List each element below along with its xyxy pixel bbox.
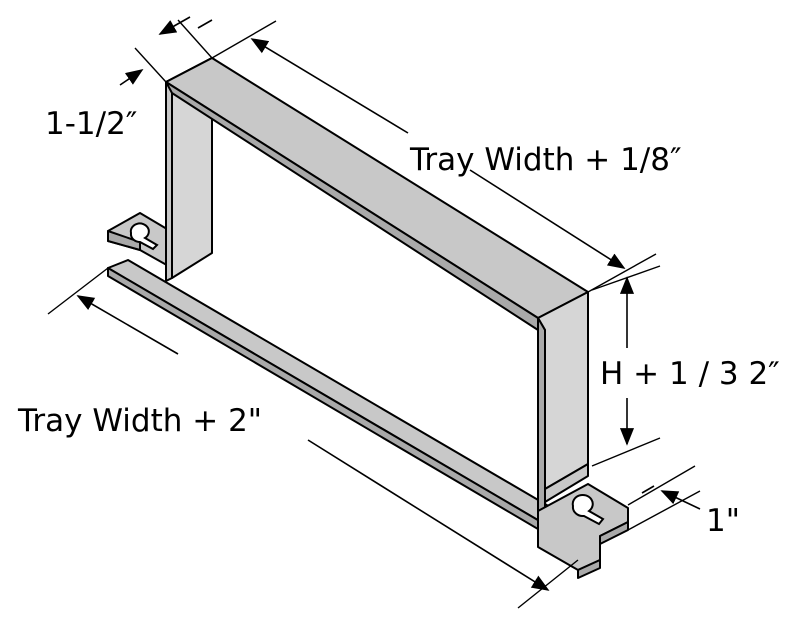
dimension-top-span: Tray Width + 1/8″ [211, 20, 682, 293]
top-span-label: Tray Width + 1/8″ [409, 142, 682, 178]
top-bar [165, 57, 589, 331]
left-foot-tab [107, 212, 173, 269]
right-foot-tab [537, 483, 629, 579]
right-mounting-slot [571, 493, 605, 526]
dimension-flange-width: 1-1/2″ [45, 16, 213, 142]
left-mounting-slot [129, 222, 159, 251]
dimension-foot-width: 1" [627, 465, 740, 539]
dimension-base-span: Tray Width + 2" [17, 267, 579, 609]
right-upright [537, 291, 589, 512]
foot-width-label: 1" [706, 503, 740, 539]
height-label: H + 1 / 3 2″ [600, 356, 780, 392]
base-span-label: Tray Width + 2" [17, 403, 262, 439]
dimension-height: H + 1 / 3 2″ [591, 265, 780, 467]
flange-width-label: 1-1/2″ [45, 106, 137, 142]
